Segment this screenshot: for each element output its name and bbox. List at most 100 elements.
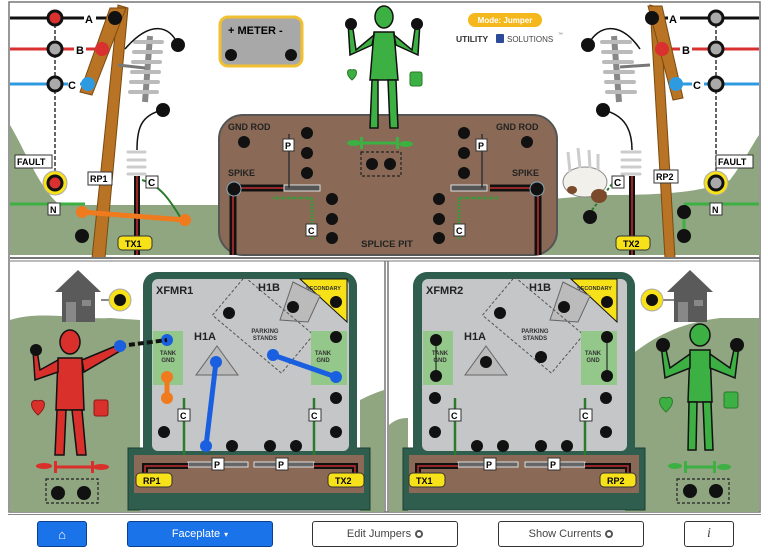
xfmr2-tank-gnd-left-top[interactable] — [430, 334, 442, 346]
ground-terminal-right-lower[interactable] — [677, 229, 691, 243]
xfmr2-tank-gnd-right-bottom[interactable] — [601, 370, 613, 382]
person-left-hand-terminal[interactable] — [30, 344, 42, 356]
neutral-label-left: N — [50, 205, 57, 215]
step-terminal-left-1[interactable] — [51, 486, 65, 500]
step-terminal-left-2[interactable] — [77, 486, 91, 500]
xfmr2-c-terminal-left-2[interactable] — [429, 426, 441, 438]
heart-icon-left — [31, 399, 45, 416]
xfmr2-secondary-terminal[interactable] — [601, 296, 613, 308]
spike-terminal-left[interactable] — [226, 181, 242, 197]
xfmr2-p-terminal-3[interactable] — [535, 440, 547, 452]
step-terminal-right-1[interactable] — [683, 484, 697, 498]
phase-a-node-left[interactable] — [46, 9, 64, 27]
jumper-blue-parking[interactable] — [272, 352, 337, 380]
xfmr1-h1b-terminal[interactable] — [287, 301, 299, 313]
xfmr2-c-terminal-right-1[interactable] — [600, 392, 612, 404]
person-right-left-hand-terminal[interactable] — [656, 338, 670, 352]
info-button[interactable]: i — [684, 521, 734, 547]
xfmr2-parking-terminal-2[interactable] — [535, 351, 547, 363]
pit-p-terminal-right-3[interactable] — [458, 167, 470, 179]
person-top-left-hand-terminal[interactable] — [345, 18, 357, 30]
cow-terminal[interactable] — [583, 210, 597, 224]
pole-node-b-right[interactable] — [655, 42, 669, 56]
pit-c-terminal-left-2[interactable] — [326, 213, 338, 225]
person-top-right-hand-terminal[interactable] — [411, 18, 423, 30]
xfmr2-p-terminal-1[interactable] — [471, 440, 483, 452]
xfmr1-panel: XFMR1 H1B H1A SECONDARY PARKING STANDS T… — [10, 270, 384, 512]
home-button[interactable]: ⌂ — [37, 521, 87, 547]
xfmr2-p-terminal-4[interactable] — [561, 440, 573, 452]
cutout-top-terminal-right[interactable] — [581, 38, 595, 52]
fault-label-left: FAULT — [17, 157, 46, 167]
pit-c-terminal-right-2[interactable] — [433, 213, 445, 225]
xfmr2-h1b-terminal[interactable] — [558, 301, 570, 313]
pole-node-a-right[interactable] — [645, 11, 659, 25]
phase-c-node-left[interactable] — [46, 75, 64, 93]
xfmr2-p-terminal-2[interactable] — [497, 440, 509, 452]
show-currents-button[interactable]: Show Currents — [498, 521, 644, 547]
pole-node-a-left[interactable] — [108, 11, 122, 25]
xfmr2-c-terminal-right-2[interactable] — [600, 426, 612, 438]
gnd-rod-terminal-left[interactable] — [238, 136, 250, 148]
edit-jumpers-button[interactable]: Edit Jumpers — [312, 521, 458, 547]
phase-c-node-right[interactable] — [707, 75, 725, 93]
pole-node-c-left[interactable] — [81, 77, 95, 91]
meter[interactable]: + METER - — [218, 15, 304, 68]
pit-c-tag-right: C — [456, 226, 463, 236]
step-terminal-right-2[interactable] — [709, 484, 723, 498]
jumper-blue-h1a[interactable] — [203, 361, 219, 447]
xfmr2-tank-gnd-left-bottom[interactable] — [430, 370, 442, 382]
phase-b-node-right[interactable] — [707, 40, 725, 58]
pit-p-terminal-right-2[interactable] — [458, 147, 470, 159]
xfmr2-secondary-corner — [569, 278, 618, 324]
xfmr1-c-terminal-right-1[interactable] — [330, 392, 342, 404]
ground-terminal-left[interactable] — [75, 229, 89, 243]
person-right-hand-terminal[interactable] — [114, 340, 126, 352]
xfmr2-h1a-terminal[interactable] — [480, 356, 492, 368]
meter-negative-terminal[interactable] — [285, 49, 297, 61]
xfmr1-c-tag-left: C — [180, 411, 187, 421]
xfmr1-parking-terminal-1[interactable] — [223, 307, 235, 319]
person-right-right-hand-terminal[interactable] — [730, 338, 744, 352]
pole-node-c-right[interactable] — [669, 77, 683, 91]
pit-p-terminal-left-1[interactable] — [301, 127, 313, 139]
xfmr1-c-terminal-right-2[interactable] — [330, 426, 342, 438]
phase-a-node-right[interactable] — [707, 9, 725, 27]
xfmr1-tank-gnd-right-top[interactable] — [330, 331, 342, 343]
xfmr2-parking-label-2: STANDS — [523, 336, 547, 342]
phase-b-node-left[interactable] — [46, 40, 64, 58]
xfmr1-p-terminal-3[interactable] — [264, 440, 276, 452]
pit-c-terminal-right-3[interactable] — [433, 232, 445, 244]
xfmr2-tank-gnd-right-top[interactable] — [601, 331, 613, 343]
brand-shield-icon — [496, 34, 504, 43]
jumper-orange-top[interactable] — [81, 209, 186, 223]
xfmr2-parking-terminal-1[interactable] — [494, 307, 506, 319]
pit-p-terminal-right-1[interactable] — [458, 127, 470, 139]
step-terminal-top-right[interactable] — [384, 158, 396, 170]
person-shocked — [32, 329, 121, 456]
step-terminal-top-left[interactable] — [366, 158, 378, 170]
pole-node-b-left[interactable] — [95, 42, 109, 56]
xfmr1-p-terminal-2[interactable] — [226, 440, 238, 452]
cutout-top-terminal-left[interactable] — [171, 38, 185, 52]
pit-c-terminal-right-1[interactable] — [433, 193, 445, 205]
ground-terminal-right-upper[interactable] — [677, 205, 691, 219]
xfmr2-panel: XFMR2 H1B H1A SECONDARY PARKING STANDS T… — [389, 270, 759, 512]
gnd-rod-terminal-right[interactable] — [521, 136, 533, 148]
xfmr1-secondary-terminal[interactable] — [330, 296, 342, 308]
eye-icon — [415, 530, 424, 538]
spike-terminal-right[interactable] — [529, 181, 545, 197]
xfmr1-p-terminal-4[interactable] — [290, 440, 302, 452]
xfmr2-c-terminal-left-1[interactable] — [429, 392, 441, 404]
xfmr1-h1b-label: H1B — [258, 282, 280, 294]
meter-positive-terminal[interactable] — [225, 49, 237, 61]
xfmr1-c-terminal-left[interactable] — [158, 426, 170, 438]
phase-a-label-left: A — [85, 14, 93, 26]
pit-c-terminal-left-1[interactable] — [326, 193, 338, 205]
spike-label-right: SPIKE — [512, 168, 539, 178]
bottom-toolbar: ⌂ Faceplate ▾ Edit Jumpers Show Currents… — [8, 514, 761, 553]
faceplate-dropdown[interactable]: Faceplate ▾ — [127, 521, 273, 547]
pit-p-terminal-left-2[interactable] — [301, 147, 313, 159]
pit-p-terminal-left-3[interactable] — [301, 167, 313, 179]
pit-c-terminal-left-3[interactable] — [326, 232, 338, 244]
